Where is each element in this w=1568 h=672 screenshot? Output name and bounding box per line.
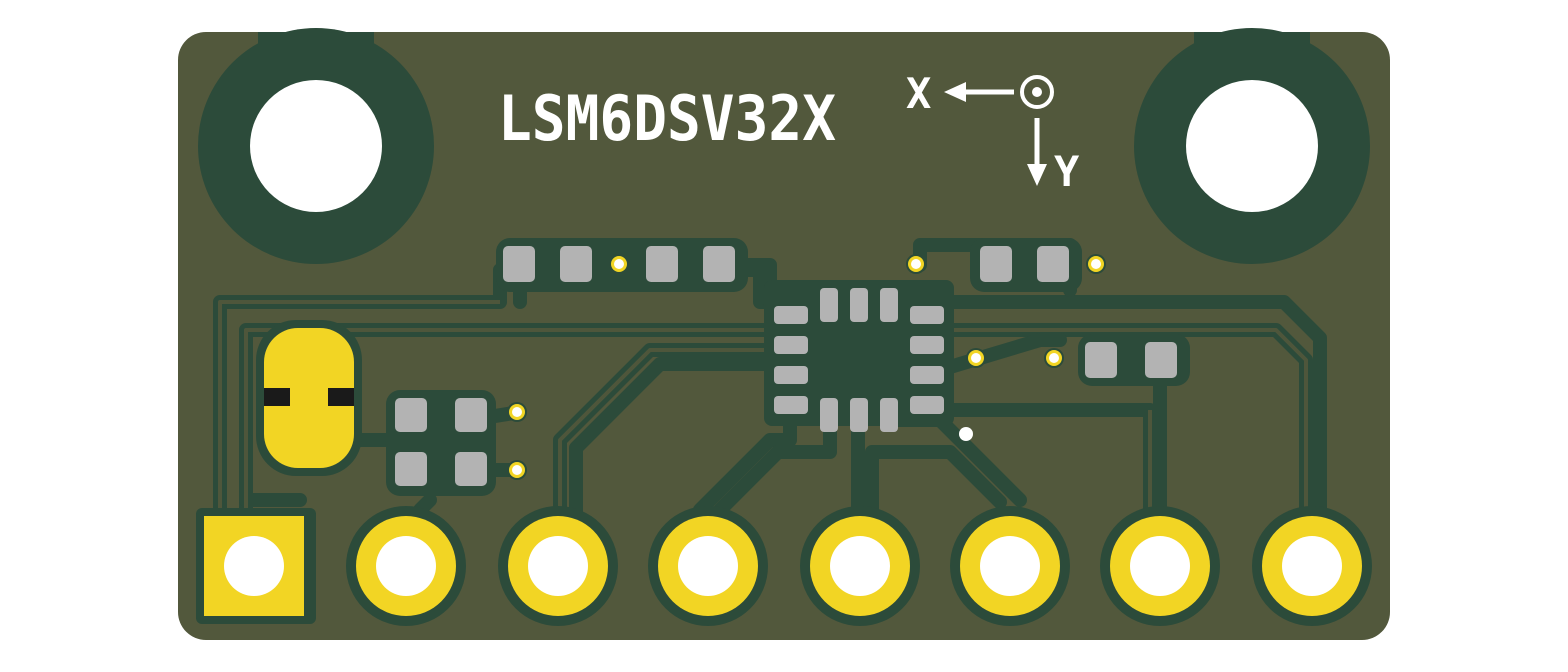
smd-pads-left-resistors [386, 390, 496, 496]
axis-y-label: Y [1054, 147, 1080, 196]
header-pin-4 [648, 506, 768, 626]
mounting-hole-right [1134, 28, 1370, 264]
header-pin-6 [950, 506, 1070, 626]
header-pins [196, 506, 1372, 626]
header-pin-7 [1100, 506, 1220, 626]
mounting-hole-left [198, 28, 434, 264]
chip-label: LSM6DSV32X [498, 82, 836, 155]
header-pin-2 [346, 506, 466, 626]
smd-pads-right-cap [1078, 334, 1190, 386]
header-pin-8 [1252, 506, 1372, 626]
y-axis-arrowhead [1027, 164, 1047, 186]
axis-x-label: X [906, 69, 931, 118]
header-pin-3 [498, 506, 618, 626]
header-pin-5 [800, 506, 920, 626]
header-pin-1 [196, 508, 316, 624]
x-axis-arrowhead [944, 82, 966, 102]
axis-indicator: X Y [906, 69, 1080, 196]
z-axis-dot-icon [1020, 75, 1054, 109]
imu-chip-footprint [764, 280, 954, 432]
vias [507, 254, 1106, 480]
solder-jumper [256, 320, 362, 476]
